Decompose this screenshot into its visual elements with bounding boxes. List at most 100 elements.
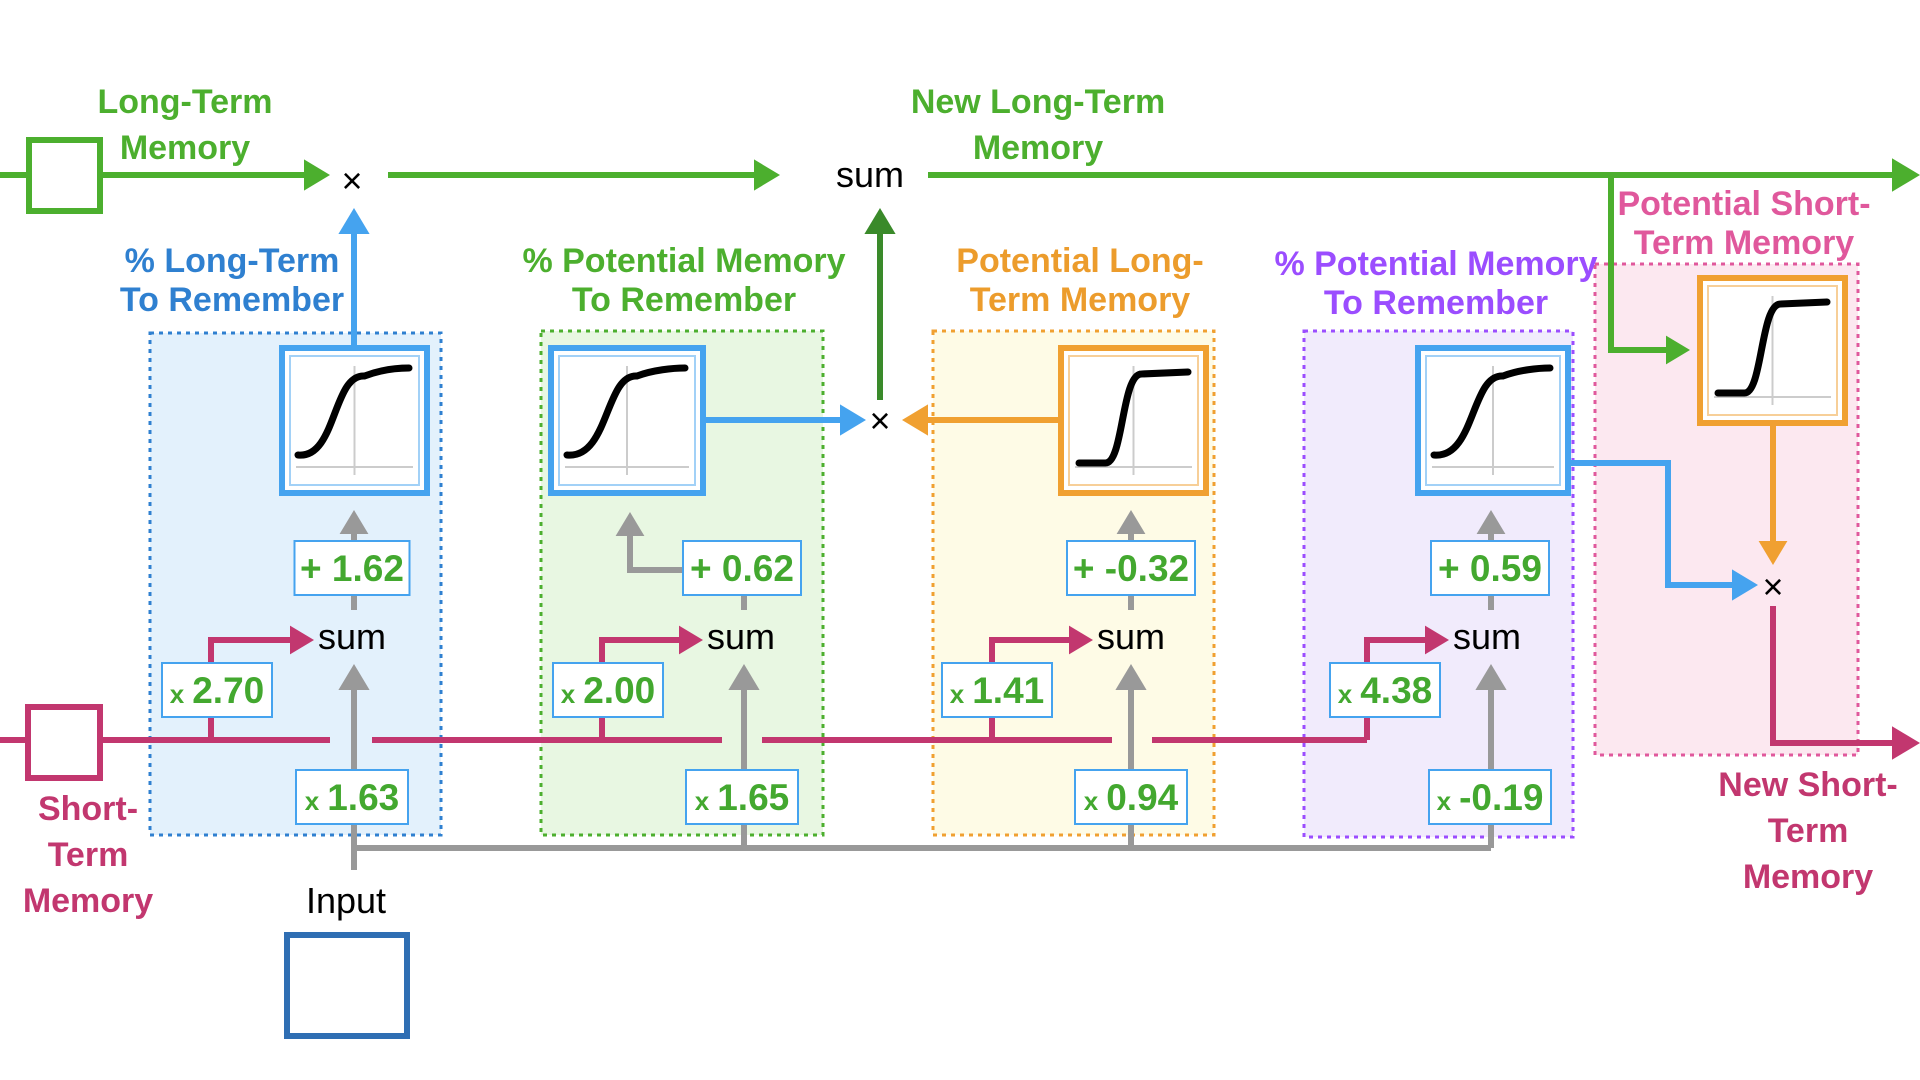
- new-short-term-line: [1770, 606, 1895, 746]
- bias-4-label: + 0.59: [1438, 548, 1542, 589]
- bias-2-box: [682, 540, 802, 596]
- input-riser-arrow-4: [1475, 664, 1507, 690]
- label-long-term-memory-line-1: Long-Term: [97, 83, 272, 121]
- stage-title-1-line-1: % Long-Term: [125, 242, 340, 280]
- stage-title-4-line-1: % Potential Memory: [1274, 245, 1597, 283]
- mult-to-sum-arrow: [864, 208, 896, 234]
- multiply-node-3: ×: [1762, 566, 1783, 607]
- bias-1-label: + 1.62: [300, 548, 404, 589]
- sum-node-2: sum: [707, 616, 775, 657]
- short-weight-4-box: [1329, 662, 1441, 718]
- input-weight-2-prefix: x: [695, 786, 710, 816]
- input-gate-arrow: [840, 404, 866, 436]
- short-weight-1-value: 2.70: [192, 670, 264, 711]
- short-weight-3-value: 1.41: [972, 670, 1044, 711]
- stage-title-3-line-2: Term Memory: [970, 281, 1191, 319]
- bias-3-label: + -0.32: [1073, 548, 1189, 589]
- sum-to-act-arrow-1: [339, 510, 369, 534]
- input-weight-3-value: 0.94: [1106, 777, 1178, 818]
- new-short-term-arrow: [1892, 726, 1920, 760]
- activation-1-inner-frame: [289, 355, 420, 486]
- activation-3-inner-frame: [1068, 355, 1199, 486]
- activation-1-curve: [294, 364, 413, 459]
- activation-4-inner-frame: [1425, 355, 1561, 486]
- activation-2: [548, 345, 706, 496]
- stage-title-2-line-1: % Potential Memory: [522, 242, 845, 280]
- activation-1: [279, 345, 430, 496]
- stage-title-5-line-1: Potential Short-: [1617, 185, 1870, 223]
- short-weight-4-value: 4.38: [1360, 670, 1432, 711]
- short-weight-1-box: [161, 662, 273, 718]
- stage-title-4-line-2: To Remember: [1324, 284, 1548, 322]
- stage-title-2-line-2: To Remember: [572, 281, 796, 319]
- stage-title-1-line-2: To Remember: [120, 281, 344, 319]
- short-weight-3-box: [941, 662, 1053, 718]
- activation-2-curve: [563, 364, 689, 459]
- short-weight-2-box: [552, 662, 664, 718]
- activation-2-inner-frame: [558, 355, 696, 486]
- input-weight-1-box: [295, 769, 409, 825]
- activation-4: [1415, 345, 1571, 496]
- input-weight-2-value: 1.65: [717, 777, 789, 818]
- activation-4-curve: [1430, 364, 1554, 459]
- activation-3: [1058, 345, 1209, 496]
- activation-5-curve: [1714, 298, 1831, 397]
- bias-1-box: [293, 540, 411, 596]
- short-term-branch-arrow-3: [1069, 625, 1093, 655]
- label-new-short-term-memory-line-2: Term: [1768, 812, 1849, 850]
- sum-node-1: sum: [318, 616, 386, 657]
- short-weight-2-prefix: x: [561, 679, 576, 709]
- output-gate-arrow: [1732, 569, 1758, 601]
- input-riser-arrow-2: [728, 664, 760, 690]
- activation-5-inner-frame: [1707, 285, 1838, 416]
- long-term-memory-node: [26, 137, 103, 214]
- input-node: [284, 932, 410, 1039]
- label-input: Input: [306, 880, 386, 921]
- long-term-branch-arrow: [1666, 335, 1690, 365]
- bias-2-label: + 0.62: [690, 548, 794, 589]
- bias-3-box: [1066, 540, 1196, 596]
- label-long-term-memory-line-2: Memory: [120, 129, 250, 167]
- label-new-long-term-memory-line-2: Memory: [973, 129, 1103, 167]
- input-weight-2-box: [685, 769, 799, 825]
- stage-title-5-line-2: Term Memory: [1634, 224, 1855, 262]
- input-weight-3-prefix: x: [1084, 786, 1099, 816]
- input-riser-arrow-1: [338, 664, 370, 690]
- input-riser-arrow-3: [1115, 664, 1147, 690]
- input-weight-4-label: x-0.19: [1437, 777, 1544, 818]
- candidate-arrow: [902, 404, 928, 436]
- input-weight-1-prefix: x: [305, 786, 320, 816]
- output-gate-out: [1568, 460, 1740, 588]
- multiply-node-2: ×: [869, 400, 890, 441]
- sum-to-act-arrow-2: [1116, 510, 1146, 534]
- label-short-term-memory-line-1: Short-: [38, 790, 138, 828]
- activation-5: [1697, 275, 1848, 426]
- long-term-branch: [1608, 175, 1670, 353]
- short-term-branch-arrow-2: [679, 625, 703, 655]
- label-new-short-term-memory-line-1: New Short-: [1718, 766, 1897, 804]
- long-term-arrow-1: [304, 159, 330, 191]
- activation-3-curve: [1075, 368, 1192, 467]
- label-short-term-memory-line-3: Memory: [23, 882, 153, 920]
- label-new-short-term-memory-line-3: Memory: [1743, 858, 1873, 896]
- short-weight-1-prefix: x: [170, 679, 185, 709]
- input-weight-4-value: -0.19: [1459, 777, 1543, 818]
- input-weight-4-box: [1428, 769, 1552, 825]
- sum-to-act-arrow-3: [1476, 510, 1506, 534]
- short-candidate-arrow: [1758, 541, 1788, 565]
- forget-gate-arrow: [338, 208, 370, 234]
- long-term-arrow-out: [1892, 158, 1920, 192]
- input-weight-3-box: [1074, 769, 1188, 825]
- bias-4-box: [1430, 540, 1550, 596]
- label-new-long-term-memory-line-1: New Long-Term: [911, 83, 1165, 121]
- input-weight-1-value: 1.63: [327, 777, 399, 818]
- short-weight-2-value: 2.00: [583, 670, 655, 711]
- sum-node-3: sum: [1097, 616, 1165, 657]
